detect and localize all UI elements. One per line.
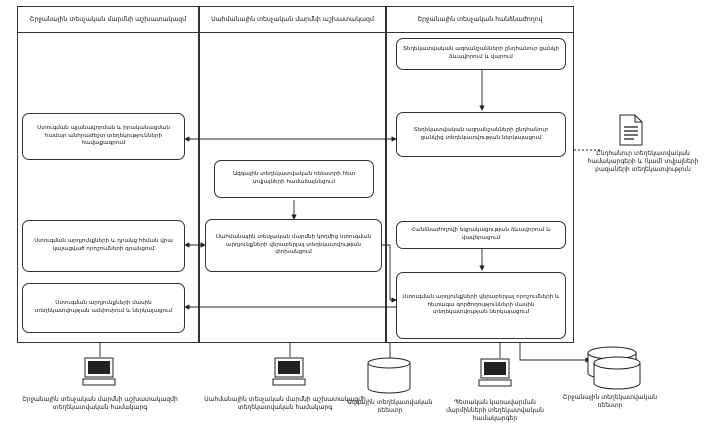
box-commission-conclusion: Հանձնաժողովի եզրակացության ձևավորում և վ… <box>396 221 566 249</box>
footer-regional-registry: Շրջանային տեղեկատվական ռեեստր <box>562 394 658 409</box>
box-commission-signal-list: Տեղեկատվական ազդանշանների ընդհանուր ցանկ… <box>396 38 566 70</box>
computer-icon <box>82 357 116 386</box>
document-icon <box>619 114 643 146</box>
computer-icon <box>272 357 306 386</box>
database-icon <box>367 357 411 394</box>
lane-commission: Շրջանային տեսչական հանձնաժողով <box>386 6 574 343</box>
footer-state-systems: Պետական կառավարման մարմինների տեղեկատվակ… <box>446 399 544 422</box>
document-caption: Ընդհանուր տեղեկատվական համակարգերի և (կա… <box>587 150 699 173</box>
box-regional-summarize-info: Ստուգման արդյունքների մասին տեղեկատվությ… <box>22 283 185 333</box>
box-commission-decisions: Ստուգման արդյունքների վերաբերյալ որոշում… <box>396 272 566 339</box>
database-icon <box>587 346 641 390</box>
box-regional-record-results: Ստուգման արդյունքների և դրանց հիման վրա … <box>22 220 185 272</box>
box-commission-present-info: Տեղեկատվական ազդանշանների ընդհանուր ցանկ… <box>396 112 566 157</box>
box-border-transfer-info: Սահմանային տեսչական մարմնի կողմից ստուգմ… <box>205 219 382 272</box>
footer-national-registry: Ազգային տեղեկատվական ռեեստր <box>347 399 433 414</box>
footer-border-system: Սահմանային տեսչական մարմնի աշխատակազմի տ… <box>204 396 366 411</box>
lane-title: Շրջանային տեսչական մարմնի աշխատակազմ <box>18 7 198 33</box>
box-border-registry-agreement: Ազգային տեղեկատվական ռեեստրի հետ տվյալնե… <box>214 160 374 198</box>
lane-title: Սահմանային տեսչական մարմնի աշխատակազմ <box>200 7 385 33</box>
lane-border-staff: Սահմանային տեսչական մարմնի աշխատակազմ <box>199 6 386 343</box>
computer-icon <box>478 358 512 387</box>
box-regional-collect-info: Ստուգման պլանավորման և իրականացման համար… <box>22 113 185 160</box>
lane-regional-staff: Շրջանային տեսչական մարմնի աշխատակազմ <box>17 6 199 343</box>
footer-regional-system: Շրջանային տեսչական մարմնի աշխատակազմի տե… <box>22 396 178 411</box>
lane-title: Շրջանային տեսչական հանձնաժողով <box>387 7 573 33</box>
